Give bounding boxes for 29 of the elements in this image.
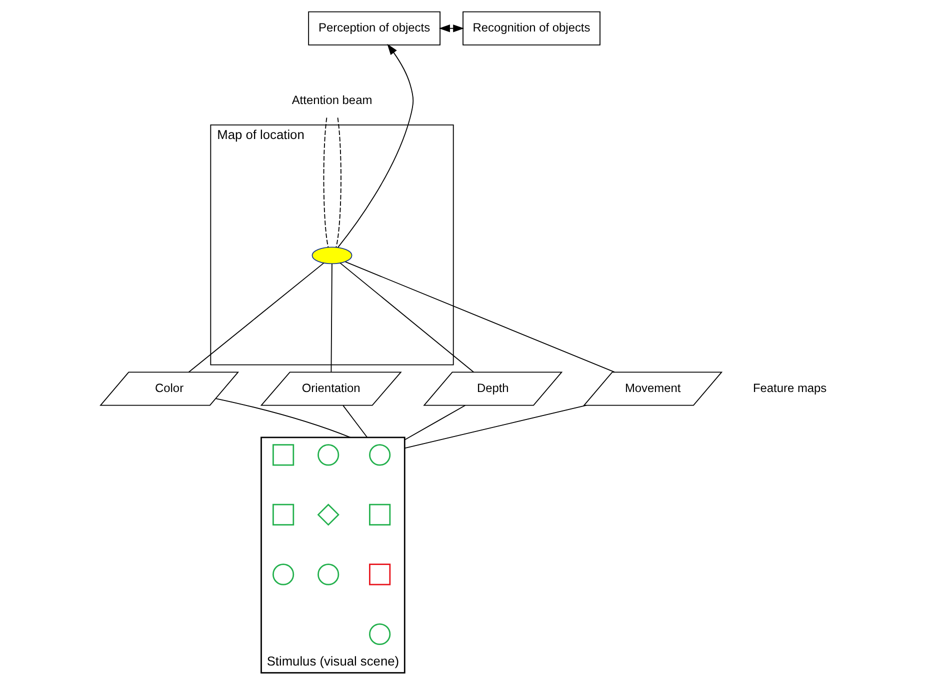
node-box bbox=[272, 504, 294, 526]
connector bbox=[215, 398, 351, 438]
connector bbox=[330, 263, 332, 372]
node-circle bbox=[272, 564, 294, 586]
connector bbox=[404, 404, 587, 449]
node-box: Perception of objects bbox=[308, 11, 440, 46]
node-box: Recognition of objects bbox=[462, 11, 600, 46]
node-box bbox=[272, 444, 294, 466]
node-circle bbox=[318, 564, 340, 586]
connector bbox=[404, 404, 466, 440]
label: Feature maps bbox=[752, 380, 827, 395]
node-circle bbox=[318, 444, 340, 466]
connector bbox=[188, 262, 324, 373]
node-circle bbox=[369, 444, 391, 466]
connector bbox=[340, 262, 474, 373]
node-ellipse bbox=[312, 246, 352, 264]
arrow bbox=[438, 24, 464, 32]
node-box bbox=[369, 564, 391, 586]
node-diamond bbox=[317, 504, 340, 526]
cluster: Stimulus (visual scene) bbox=[260, 436, 406, 674]
connector bbox=[336, 117, 342, 248]
node-text: Attention beam bbox=[292, 93, 372, 108]
connector bbox=[323, 117, 329, 248]
arrow bbox=[337, 44, 414, 248]
node-circle bbox=[369, 623, 391, 645]
cluster: Map of location bbox=[210, 124, 454, 366]
connector bbox=[342, 405, 368, 438]
node-box bbox=[369, 504, 391, 526]
connector bbox=[344, 261, 615, 373]
